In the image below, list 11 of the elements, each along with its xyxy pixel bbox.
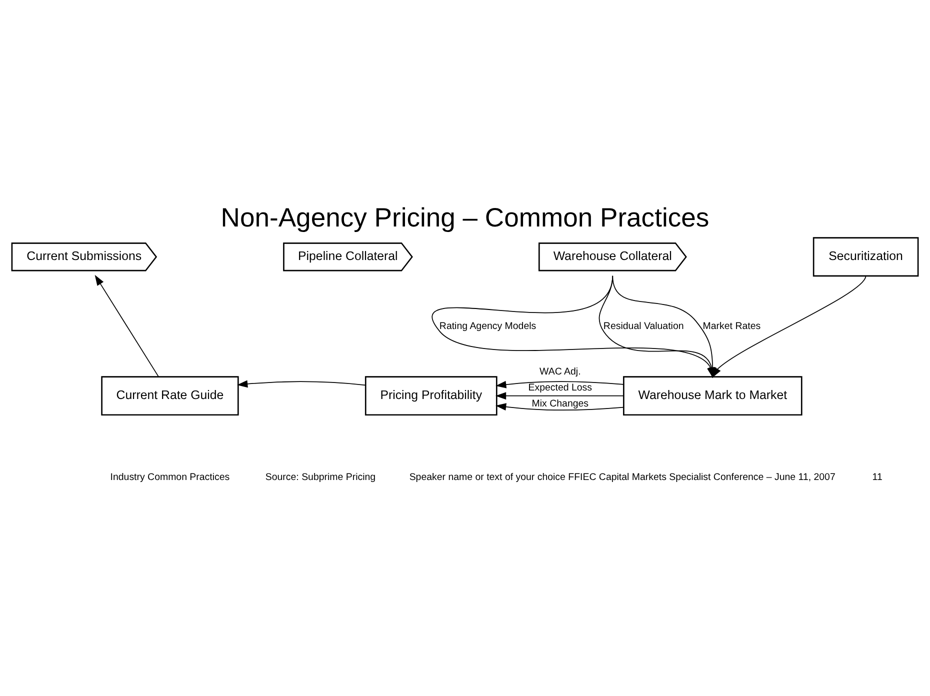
edge-label: Mix Changes bbox=[532, 398, 589, 409]
edge-label: Expected Loss bbox=[528, 382, 592, 393]
edge-label: Residual Valuation bbox=[603, 320, 684, 332]
diagram-title: Non-Agency Pricing – Common Practices bbox=[220, 202, 710, 232]
edge-label: WAC Adj. bbox=[540, 366, 581, 377]
label: Industry Common Practices bbox=[110, 472, 230, 483]
label: Speaker name or text of your choice FFIEC Capital Markets Specialist Conference – June 11, 2007 bbox=[409, 472, 836, 483]
edge-label: Rating Agency Models bbox=[439, 320, 536, 332]
edge-label: Market Rates bbox=[702, 320, 761, 332]
label: Source: Subprime Pricing bbox=[265, 472, 376, 483]
label: 11 bbox=[872, 472, 882, 483]
